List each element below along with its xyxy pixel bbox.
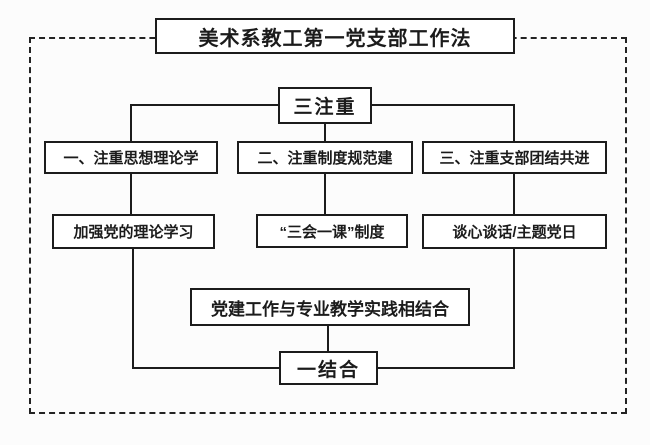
- node-one-combination: 一结合: [279, 351, 378, 385]
- connector-line: [327, 326, 329, 351]
- diagram-title: 美术系教工第一党支部工作法: [198, 27, 472, 50]
- detail-2-label: “三会一课”制度: [279, 223, 385, 241]
- connector-line: [378, 367, 515, 369]
- node-integration-practice: 党建工作与专业教学实践相结合: [190, 288, 470, 326]
- connector-line: [132, 367, 279, 369]
- detail-1-label: 加强党的理论学习: [73, 224, 194, 241]
- connector-line: [130, 174, 132, 214]
- branch-1-box: 一、注重思想理论学: [44, 141, 218, 174]
- connector-line: [372, 104, 515, 106]
- connector-line: [132, 249, 134, 369]
- branch-2-box: 二、注重制度规范建: [237, 141, 413, 174]
- branch-1-label: 一、注重思想理论学: [63, 150, 199, 167]
- connector-line: [130, 104, 132, 141]
- connector-line: [513, 174, 515, 214]
- connector-line: [513, 249, 515, 369]
- connector-line: [324, 123, 326, 141]
- detail-2-box: “三会一课”制度: [256, 214, 408, 248]
- connector-line: [513, 104, 515, 141]
- node-three-emphases: 三注重: [278, 87, 372, 124]
- node-integration-label: 党建工作与专业教学实践相结合: [211, 299, 449, 319]
- connector-line: [324, 174, 326, 214]
- branch-3-box: 三、注重支部团结共进: [422, 141, 607, 174]
- connector-line: [130, 104, 278, 106]
- diagram-title-box: 美术系教工第一党支部工作法: [155, 18, 515, 54]
- detail-3-box: 谈心谈话/主题党日: [422, 214, 607, 249]
- detail-1-box: 加强党的理论学习: [52, 214, 215, 249]
- detail-3-label: 谈心谈话/主题党日: [452, 224, 577, 241]
- branch-3-label: 三、注重支部团结共进: [439, 150, 590, 167]
- node-three-emphases-label: 三注重: [293, 97, 357, 118]
- node-one-combination-label: 一结合: [296, 359, 360, 381]
- branch-2-label: 二、注重制度规范建: [257, 150, 393, 167]
